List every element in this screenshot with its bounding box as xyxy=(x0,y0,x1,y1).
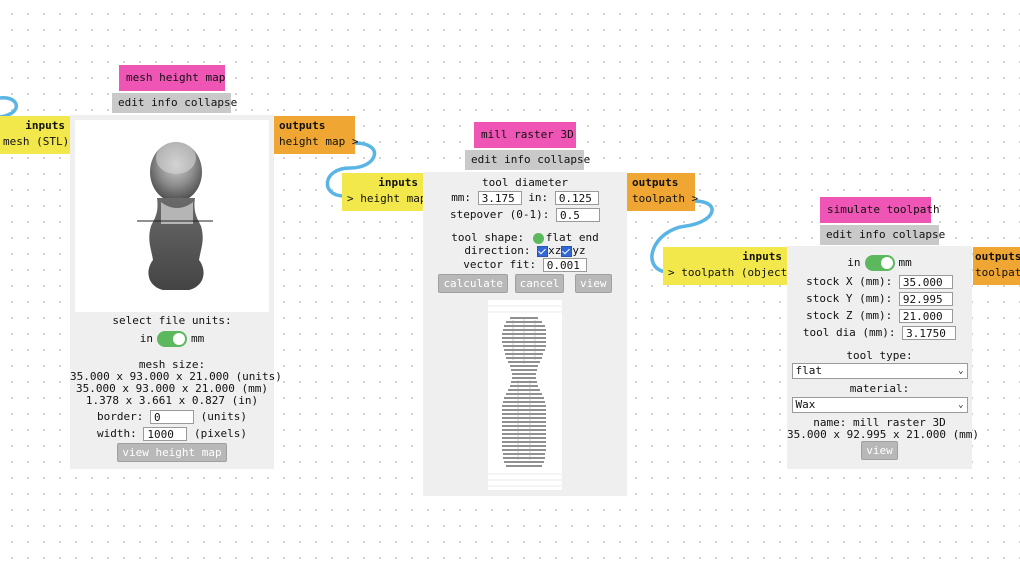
units-toggle[interactable] xyxy=(864,255,895,271)
tool-type-value: flat xyxy=(795,364,823,377)
info-link[interactable]: info xyxy=(151,96,178,109)
flat-end-label: flat end xyxy=(545,231,599,244)
toolpath-output-port[interactable]: toolpath > xyxy=(632,192,699,205)
inputs-header: inputs xyxy=(378,176,418,189)
unit-in-label: in xyxy=(847,256,861,269)
flat-end-radio[interactable] xyxy=(532,232,544,244)
toolpath-object-input-port[interactable]: > toolpath (object) xyxy=(668,266,794,279)
mesh-stl-input-port[interactable]: mesh (STL) xyxy=(3,135,70,148)
wire-left-stub xyxy=(0,96,19,119)
sim-toolpath-output-port[interactable]: toolpath xyxy=(975,266,1020,279)
mill-inputs-box: inputs > height map xyxy=(342,173,427,211)
vector-fit-input[interactable] xyxy=(542,258,587,272)
outputs-header: outputs xyxy=(632,176,679,189)
mill-outputs-box: outputs toolpath > xyxy=(627,173,699,211)
unit-mm-label: mm xyxy=(898,256,912,269)
mesh-size-mm: 35.000 x 93.000 x 21.000 (mm) xyxy=(75,382,269,395)
tool-dia-label: tool dia (mm): xyxy=(802,326,896,339)
stock-y-label: stock Y (mm): xyxy=(806,292,893,305)
mill-module-panel: tool diameter mm: in: stepover (0-1): to… xyxy=(423,172,627,496)
toolpath-name: name: mill raster 3D xyxy=(813,416,946,429)
vector-fit-label: vector fit: xyxy=(463,258,537,271)
mesh-size-units: 35.000 x 93.000 x 21.000 (units) xyxy=(70,370,282,383)
sim-view-button[interactable]: view xyxy=(861,441,898,460)
height-map-output-port[interactable]: height map > xyxy=(279,135,359,148)
collapse-link[interactable]: collapse xyxy=(892,228,946,241)
xz-label: xz xyxy=(548,244,562,257)
stock-z-input[interactable] xyxy=(898,309,953,323)
outputs-header: outputs xyxy=(279,119,326,132)
height-map-preview xyxy=(75,120,269,312)
collapse-link[interactable]: collapse xyxy=(537,153,591,166)
stock-x-input[interactable] xyxy=(898,275,953,289)
material-value: Wax xyxy=(795,398,816,411)
sim-inputs-box: inputs > toolpath (object) xyxy=(663,247,794,285)
stock-x-label: stock X (mm): xyxy=(806,275,893,288)
units-toggle[interactable] xyxy=(157,331,187,347)
stepover-label: stepover (0-1): xyxy=(450,208,550,221)
mesh-size-in: 1.378 x 3.661 x 0.827 (in) xyxy=(85,394,259,407)
mesh-module-panel: select file units: in mm mesh size: 35.00… xyxy=(70,115,282,469)
chevron-down-icon: ⌄ xyxy=(958,366,964,376)
width-label: width: xyxy=(97,427,137,440)
tool-type-label: tool type: xyxy=(846,349,913,362)
tool-mm-input[interactable] xyxy=(477,191,522,205)
edit-link[interactable]: edit xyxy=(118,96,145,109)
stock-z-label: stock Z (mm): xyxy=(806,309,893,322)
edit-link[interactable]: edit xyxy=(471,153,498,166)
height-map-input-port[interactable]: > height map xyxy=(347,192,427,205)
width-input[interactable] xyxy=(143,427,188,441)
outputs-header: outputs xyxy=(975,250,1020,263)
mesh-module-title[interactable]: mesh height map xyxy=(119,65,225,91)
tool-shape-label: tool shape: xyxy=(451,231,525,244)
xz-checkbox[interactable] xyxy=(537,245,549,257)
border-label: border: xyxy=(97,410,144,423)
select-file-units-label: select file units: xyxy=(112,314,232,327)
yz-checkbox[interactable] xyxy=(561,245,573,257)
mill-module-menu: edit info collapse xyxy=(465,150,590,170)
sim-module-title[interactable]: simulate toolpath xyxy=(820,197,940,223)
view-button[interactable]: view xyxy=(575,274,612,293)
view-height-map-button[interactable]: view height map xyxy=(117,443,227,462)
border-input[interactable] xyxy=(150,410,194,424)
chevron-down-icon: ⌄ xyxy=(958,400,964,410)
mesh-module-menu: edit info collapse xyxy=(112,93,237,113)
tool-diameter-label: tool diameter xyxy=(481,176,569,189)
sim-outputs-box: outputs toolpath xyxy=(973,247,1020,285)
in-label: in: xyxy=(528,191,549,204)
collapse-link[interactable]: collapse xyxy=(184,96,238,109)
edit-link[interactable]: edit xyxy=(826,228,853,241)
sim-module-panel: in mm stock X (mm): stock Y (mm): stock Z… xyxy=(787,246,980,469)
sim-module-menu: edit info collapse xyxy=(820,225,945,245)
mesh-outputs-box: outputs height map > xyxy=(274,116,359,154)
width-unit: (pixels) xyxy=(194,427,247,440)
toolpath-dims: 35.000 x 92.995 x 21.000 (mm) xyxy=(787,428,980,441)
mesh-size-label: mesh size: xyxy=(138,358,206,371)
inputs-header: inputs xyxy=(742,250,782,263)
toolpath-raster-image xyxy=(488,305,562,487)
border-unit: (units) xyxy=(200,410,247,423)
cancel-button[interactable]: cancel xyxy=(514,274,565,293)
yz-label: yz xyxy=(572,244,586,257)
toolpath-preview xyxy=(488,300,562,490)
calculate-button[interactable]: calculate xyxy=(438,274,509,293)
stepover-input[interactable] xyxy=(555,208,600,222)
tool-type-select[interactable]: flat ⌄ xyxy=(791,363,968,379)
inputs-header: inputs xyxy=(25,119,65,132)
unit-in-label: in xyxy=(139,332,153,345)
info-link[interactable]: info xyxy=(504,153,531,166)
material-select[interactable]: Wax ⌄ xyxy=(791,397,968,413)
mm-label: mm: xyxy=(451,191,472,204)
bust-height-map-image xyxy=(137,142,213,290)
mill-module-title[interactable]: mill raster 3D xyxy=(474,122,576,148)
tool-in-input[interactable] xyxy=(554,191,599,205)
tool-dia-input[interactable] xyxy=(902,326,957,340)
info-link[interactable]: info xyxy=(859,228,886,241)
material-label: material: xyxy=(849,382,910,395)
left-inputs-box: inputs mesh (STL) xyxy=(0,116,70,154)
direction-label: direction: xyxy=(464,244,531,257)
stock-y-input[interactable] xyxy=(898,292,953,306)
unit-mm-label: mm xyxy=(191,332,205,345)
